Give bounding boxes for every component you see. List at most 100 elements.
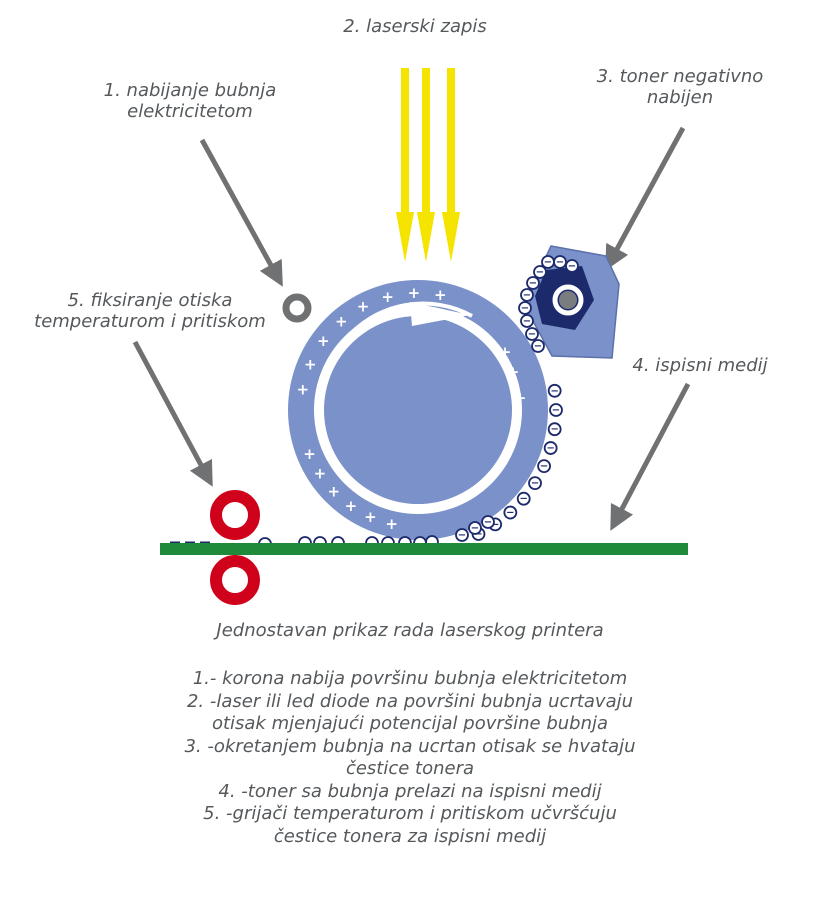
negative-charge: − <box>523 290 531 301</box>
laser-label: 2. laserski zapis <box>300 16 530 37</box>
positive-charge: + <box>434 286 447 304</box>
rotation-arrow <box>343 301 473 342</box>
positive-charge: + <box>385 515 398 533</box>
toner-particle <box>520 314 534 328</box>
print-medium <box>160 543 688 555</box>
toner-particle <box>525 327 539 341</box>
toner-particle <box>468 521 482 535</box>
corona-wire <box>282 293 312 323</box>
step-list: 1.- korona nabija površinu bubnja elektr… <box>110 668 710 848</box>
toner-particle <box>518 301 532 315</box>
step-line: otisak mjenjajući potencijal površine bu… <box>211 713 609 734</box>
positive-charge: + <box>357 298 370 316</box>
negative-charge: − <box>534 341 542 352</box>
toner-particle <box>549 403 563 417</box>
diagram-caption: Jednostavan prikaz rada laserskog printe… <box>216 620 604 641</box>
toner-particle <box>547 383 562 398</box>
negative-charge: − <box>531 478 539 489</box>
positive-charge: + <box>514 389 527 407</box>
step-line: 4. -toner sa bubnja prelazi na ispisni m… <box>218 780 602 802</box>
positive-charge: + <box>317 332 330 350</box>
laser-beam <box>396 68 414 262</box>
medium-pointer-arrow <box>610 382 691 531</box>
upper-fuser-roller <box>210 490 260 540</box>
toner-particle <box>547 422 562 437</box>
negative-charge: − <box>523 316 531 327</box>
positive-charge: + <box>345 497 358 515</box>
negative-charge: − <box>550 386 558 397</box>
positive-charge: + <box>314 465 327 483</box>
toner-particle <box>565 259 579 273</box>
charging-pointer-arrow <box>199 138 283 287</box>
positive-charge: + <box>303 445 316 463</box>
toner-particle <box>543 441 558 455</box>
rotation-arrowhead <box>410 302 470 326</box>
developer-core <box>552 284 584 316</box>
laser-beam <box>417 68 435 262</box>
positive-charge: + <box>335 313 348 331</box>
toner-particle <box>537 459 551 474</box>
negative-charge: − <box>458 530 466 541</box>
negative-charge: − <box>550 424 558 435</box>
negative-charge: − <box>491 519 499 530</box>
positive-charge: + <box>507 363 520 381</box>
negative-charge: − <box>540 461 548 472</box>
toner-pointer-arrow <box>605 126 686 271</box>
negative-charge: − <box>552 405 560 416</box>
negative-charge: − <box>536 267 544 278</box>
laser-beam <box>442 68 460 262</box>
toner-particle <box>503 505 518 520</box>
toner-particle <box>520 288 534 302</box>
toner-label: 3. toner negativno nabijen <box>555 66 805 108</box>
fixing-label-line: temperaturom i pritiskom <box>34 311 266 332</box>
drum-core <box>324 316 512 504</box>
toner-particle <box>516 491 531 506</box>
negative-charge: − <box>520 494 528 505</box>
lower-fuser-roller <box>210 555 260 605</box>
positive-charge: + <box>364 508 377 526</box>
negative-charge: − <box>546 443 554 454</box>
positive-charge: + <box>381 288 394 306</box>
step-line: čestice tonera za ispisni medij <box>273 825 547 847</box>
rotation-arrow-tail <box>488 336 517 381</box>
positive-charge: + <box>304 355 317 373</box>
toner-particle <box>528 476 542 491</box>
negative-charge: − <box>529 278 537 289</box>
toner-particle <box>531 339 545 353</box>
negative-charge: − <box>528 329 536 340</box>
toner-particle <box>533 265 547 279</box>
negative-charge: − <box>484 517 492 528</box>
positive-charge: + <box>408 284 421 302</box>
toner-particle <box>526 276 540 290</box>
toner-label-line: nabijen <box>646 87 714 108</box>
toner-label-line: 3. toner negativno <box>596 66 764 87</box>
positive-charge: + <box>499 343 512 361</box>
negative-charge: − <box>474 529 482 540</box>
step-line: 1.- korona nabija površinu bubnja elektr… <box>192 668 628 689</box>
step-line: 3. -okretanjem bubnja na ucrtan otisak s… <box>184 735 636 757</box>
fixing-pointer-arrow <box>132 340 213 487</box>
negative-charge: − <box>556 257 564 268</box>
photoconductor-drum <box>288 280 548 540</box>
positive-charges: +++++++++++++++++ <box>296 284 526 533</box>
step-line: čestice tonera <box>345 758 475 779</box>
toner-particle <box>455 528 469 542</box>
fixing-label: 5. fiksiranje otiska temperaturom i prit… <box>0 290 300 332</box>
negative-charge: − <box>506 508 514 519</box>
fixing-label-line: 5. fiksiranje otiska <box>67 290 233 311</box>
negative-charge: − <box>471 523 479 534</box>
charging-label-line: 1. nabijanje bubnja <box>103 80 277 101</box>
charging-label: 1. nabijanje bubnja elektricitetom <box>60 80 320 122</box>
step-line: 5. -grijači temperaturom i pritiskom učv… <box>203 803 617 824</box>
toner-particle <box>553 255 567 269</box>
negative-charge: − <box>544 257 552 268</box>
negative-charge: − <box>521 303 529 314</box>
medium-label-text: 4. ispisni medij <box>632 355 768 376</box>
toner-particle <box>481 515 495 529</box>
laser-label-text: 2. laserski zapis <box>343 16 487 37</box>
charging-label-line: elektricitetom <box>127 101 253 122</box>
step-line: 2. -laser ili led diode na površini bubn… <box>186 690 634 712</box>
developer-unit <box>527 245 620 359</box>
negative-charge: − <box>568 261 576 272</box>
